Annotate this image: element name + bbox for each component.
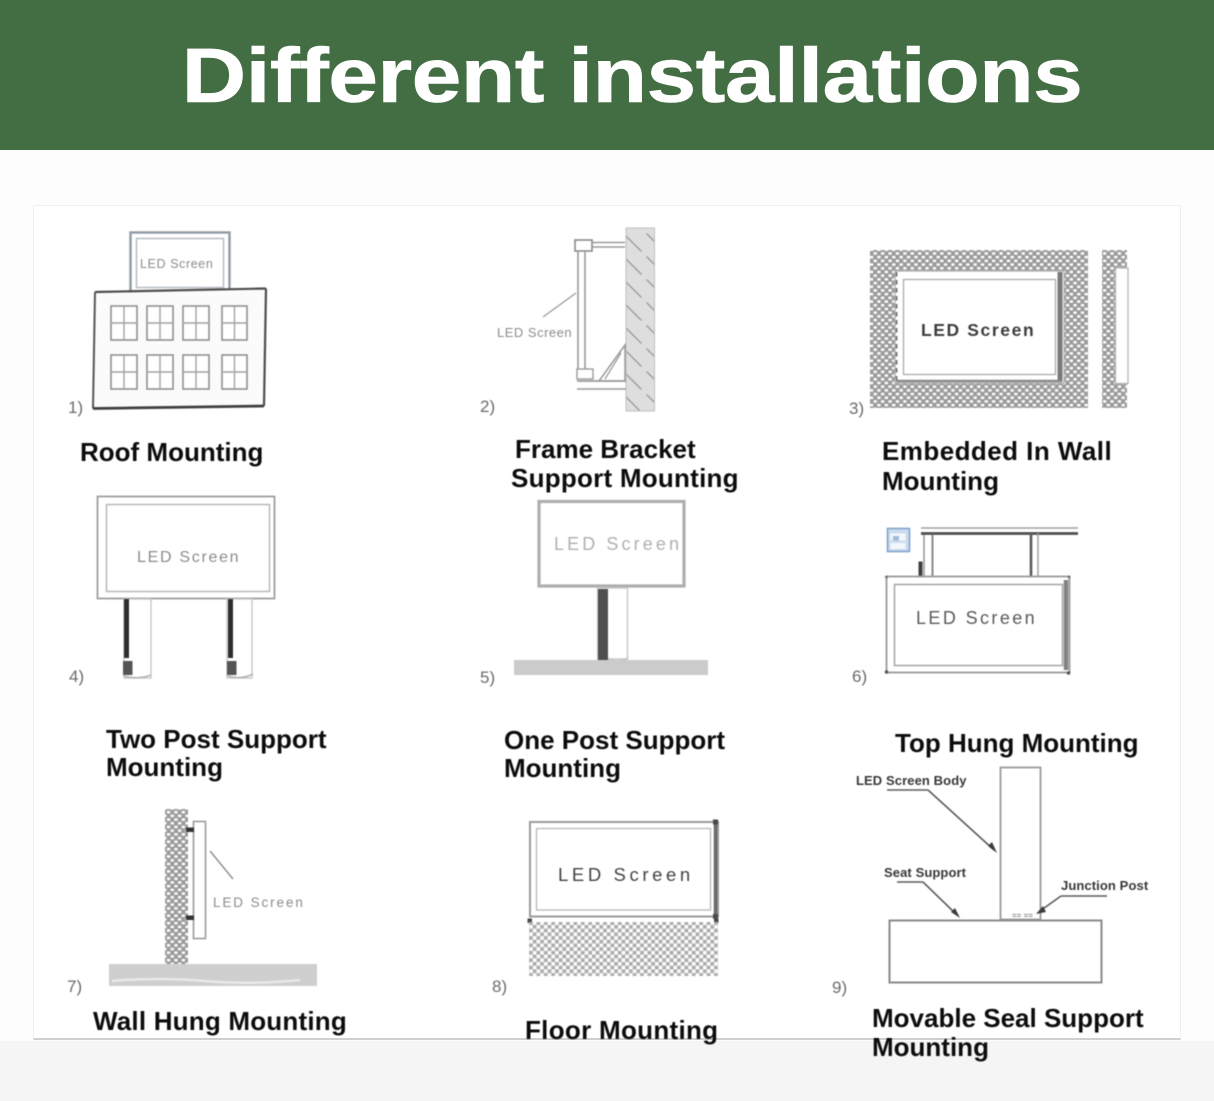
svg-text:Movable Seal Support: Movable Seal Support	[872, 1003, 1144, 1033]
svg-text:3): 3)	[849, 399, 864, 418]
svg-text:LED Screen: LED Screen	[558, 864, 694, 885]
svg-text:1): 1)	[68, 398, 83, 417]
svg-text:One Post Support: One Post Support	[504, 725, 725, 755]
svg-text:LED Screen: LED Screen	[213, 895, 305, 910]
svg-text:Embedded In Wall: Embedded In Wall	[882, 436, 1112, 466]
svg-text:Mounting: Mounting	[504, 753, 621, 783]
svg-text:9): 9)	[832, 978, 847, 997]
svg-text:LED Screen: LED Screen	[140, 257, 213, 271]
svg-text:Mounting: Mounting	[872, 1032, 989, 1062]
svg-text:6): 6)	[852, 667, 867, 686]
svg-text:LED Screen: LED Screen	[921, 320, 1035, 340]
svg-text:Floor Mounting: Floor Mounting	[525, 1015, 718, 1045]
svg-text:LED Screen Body: LED Screen Body	[856, 773, 967, 788]
svg-text:Seat Support: Seat Support	[884, 865, 967, 880]
svg-text:Top Hung Mounting: Top Hung Mounting	[895, 728, 1139, 758]
svg-text:Support Mounting: Support Mounting	[511, 463, 739, 493]
svg-text:Roof Mounting: Roof Mounting	[80, 437, 263, 467]
svg-text:LED Screen: LED Screen	[497, 325, 572, 340]
svg-text:5): 5)	[480, 668, 495, 687]
svg-text:2): 2)	[480, 397, 495, 416]
svg-text:4): 4)	[69, 667, 84, 686]
svg-text:Junction Post: Junction Post	[1061, 878, 1149, 893]
svg-text:LED Screen: LED Screen	[916, 608, 1037, 628]
svg-text:7): 7)	[67, 977, 82, 996]
svg-text:Mounting: Mounting	[106, 752, 223, 782]
svg-text:Frame Bracket: Frame Bracket	[515, 434, 696, 464]
svg-text:Two Post Support: Two Post Support	[106, 724, 327, 754]
svg-text:Mounting: Mounting	[882, 466, 999, 496]
svg-text:Wall Hung Mounting: Wall Hung Mounting	[93, 1006, 347, 1036]
svg-text:8): 8)	[492, 977, 507, 996]
svg-text:LED Screen: LED Screen	[554, 534, 682, 554]
svg-text:LED Screen: LED Screen	[137, 549, 240, 566]
svg-text:== ==: == ==	[1012, 911, 1033, 920]
